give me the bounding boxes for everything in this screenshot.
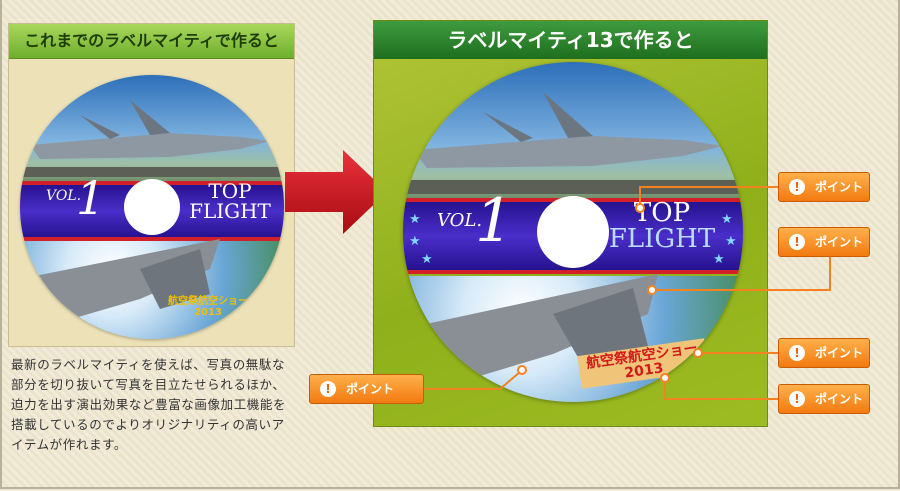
jet-graphic xyxy=(403,92,743,194)
jet-closeup-graphic xyxy=(403,274,658,399)
disc-title: TOP FLIGHT xyxy=(189,179,271,223)
vol-number: 1 xyxy=(475,186,514,256)
point-label: ポイント xyxy=(346,382,395,396)
star-icon: ★ xyxy=(421,252,433,267)
exclamation-icon: ! xyxy=(789,345,805,361)
description-text: 最新のラベルマイティを使えば、写真の無駄な部分を切り抜いて写真を目立たせられるほ… xyxy=(11,357,287,452)
point-callout-2[interactable]: ! ポイント xyxy=(778,227,870,257)
disc-title: TOP FLIGHT xyxy=(608,198,716,254)
vol-label: VOL. xyxy=(46,188,82,204)
point-label: ポイント xyxy=(815,392,864,406)
before-disc-image: VOL. 1 TOP FLIGHT 航空祭航空ショー 2013 xyxy=(20,75,284,339)
disc-center-hole xyxy=(124,179,180,235)
point-callout-4[interactable]: ! ポイント xyxy=(778,384,870,414)
vol-label: VOL. xyxy=(437,210,483,231)
arrow-icon xyxy=(285,150,387,234)
after-header: ラベルマイティ13で作ると xyxy=(374,21,767,59)
airshow-label: 航空祭航空ショー 2013 xyxy=(168,296,248,318)
exclamation-icon: ! xyxy=(789,234,805,250)
point-label: ポイント xyxy=(815,180,864,194)
point-callout-1[interactable]: ! ポイント xyxy=(778,172,870,202)
point-callout-3[interactable]: ! ポイント xyxy=(778,338,870,368)
exclamation-icon: ! xyxy=(789,391,805,407)
vol-number: 1 xyxy=(76,171,106,225)
disc-center-hole xyxy=(537,196,609,268)
star-icon: ★ xyxy=(409,234,421,249)
exclamation-icon: ! xyxy=(320,381,336,397)
jet-closeup-graphic xyxy=(20,239,220,334)
star-icon: ★ xyxy=(725,234,737,249)
star-icon: ★ xyxy=(409,212,421,227)
jet-graphic xyxy=(20,100,284,177)
point-label: ポイント xyxy=(815,235,864,249)
before-header: これまでのラベルマイティで作ると xyxy=(9,24,294,59)
star-icon: ★ xyxy=(713,252,725,267)
point-callout-5[interactable]: ! ポイント xyxy=(309,374,424,404)
after-disc-image: ★ ★ ★ ★ ★ ★ VOL. 1 TOP FLIGHT 航空祭航空ショー 2… xyxy=(403,62,743,402)
point-label: ポイント xyxy=(815,346,864,360)
exclamation-icon: ! xyxy=(789,179,805,195)
star-icon: ★ xyxy=(721,212,733,227)
